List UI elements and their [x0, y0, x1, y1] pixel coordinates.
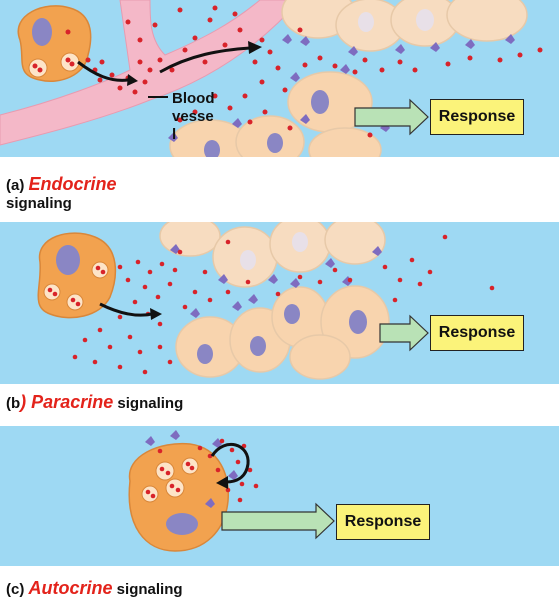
autocrine-panel: Response	[0, 426, 559, 566]
endocrine-panel: Blood vesse l Response	[0, 0, 559, 157]
paracrine-caption: (b) Paracrine signaling	[6, 392, 183, 413]
autocrine-response-arrow	[221, 502, 335, 540]
endocrine-response-box: Response	[430, 99, 524, 135]
paracrine-panel: Response	[0, 222, 559, 384]
endocrine-illustration	[0, 0, 543, 157]
vessel-label-line-3: l	[172, 126, 177, 143]
autocrine-rest: signaling	[112, 581, 183, 598]
autocrine-cell	[128, 442, 229, 552]
receptors	[168, 34, 515, 142]
autocrine-term: Autocrine	[28, 578, 113, 598]
blood-vessel-label: Blood vesse l	[172, 90, 215, 144]
vessel-label-line-2: vesse	[172, 108, 214, 125]
secretion-arrow	[77, 60, 129, 82]
target-cells	[169, 0, 528, 157]
signal-molecules	[32, 5, 543, 138]
endocrine-term: Endocrine	[28, 174, 117, 194]
paracrine-illustration	[37, 222, 495, 380]
vessel-label-line-1: Blood	[172, 90, 215, 107]
paracrine-letter: (b	[6, 395, 21, 412]
paracrine-response-box: Response	[430, 315, 524, 351]
transport-arrow	[159, 46, 251, 74]
autocrine-letter: (c)	[6, 581, 29, 598]
secreting-cell-nucleus	[32, 18, 52, 46]
autocrine-illustration	[128, 430, 335, 552]
paracrine-response-arrow	[379, 314, 429, 352]
response-arrow	[354, 98, 429, 136]
autocrine-response-box: Response	[336, 504, 430, 540]
endocrine-letter: (a)	[6, 177, 29, 194]
endocrine-rest: signaling	[6, 195, 72, 212]
paracrine-term: ) Paracrine	[20, 392, 114, 412]
autocrine-caption: (c) Autocrine signaling	[6, 578, 183, 599]
endocrine-caption: (a) Endocrine signaling	[6, 175, 117, 213]
paracrine-rest: signaling	[113, 395, 184, 412]
